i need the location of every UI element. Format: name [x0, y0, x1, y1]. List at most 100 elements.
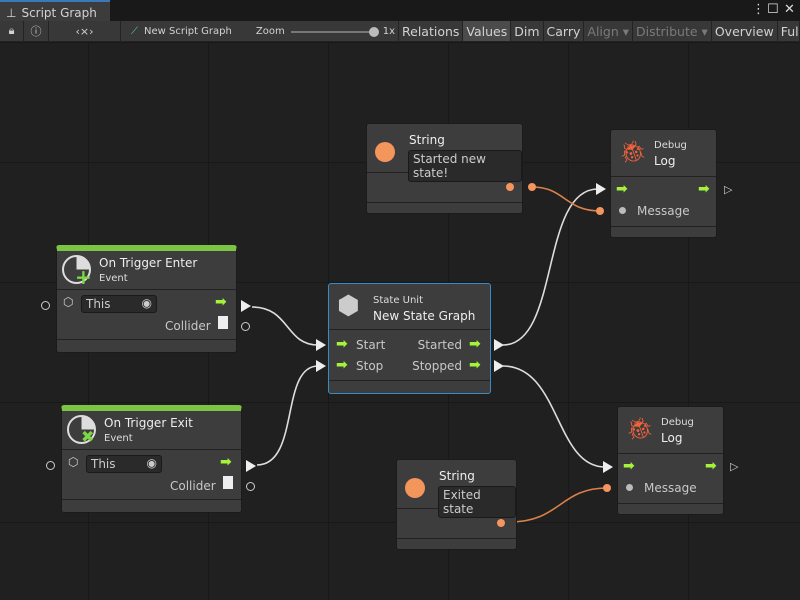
message-label: Message: [644, 481, 697, 495]
node-category: Debug: [661, 417, 694, 428]
string-value-input[interactable]: Started new state!: [408, 150, 522, 182]
values-button[interactable]: Values: [463, 21, 512, 41]
target-input-port[interactable]: [46, 461, 55, 470]
flow-output-arrow-icon[interactable]: ➡: [220, 454, 232, 470]
log1-flow-input-port[interactable]: [596, 183, 606, 195]
collider-output-port[interactable]: [241, 322, 250, 331]
more-menu-icon[interactable]: ⋮: [752, 2, 765, 17]
zoom-value: 1x: [382, 25, 395, 37]
message-port[interactable]: [619, 207, 626, 214]
wire-string2-message: [509, 487, 608, 523]
relations-button[interactable]: Relations: [399, 21, 464, 41]
wire-enter-start: [251, 306, 319, 346]
string-node-1[interactable]: String Started new state!: [366, 123, 523, 214]
node-title: Log: [661, 431, 683, 445]
collider-label: Collider: [170, 479, 216, 493]
string-icon: [375, 142, 395, 162]
string-output-port[interactable]: [497, 519, 505, 527]
target-field[interactable]: This ◉: [81, 295, 157, 313]
plus-icon: +: [75, 265, 92, 289]
collider-output-port[interactable]: [246, 482, 255, 491]
graph-icon: ⟋: [131, 25, 138, 37]
string-icon: [405, 478, 425, 498]
node-title: Log: [654, 154, 676, 168]
started-output-port[interactable]: [494, 339, 504, 351]
flow-output-port-icon[interactable]: ▷: [730, 460, 739, 473]
collider-icon: [223, 476, 233, 489]
stop-label: Stop: [356, 359, 384, 373]
target-value: This: [86, 297, 111, 311]
window-titlebar: ⊥ Script Graph ⋮ ☐ ✕: [0, 0, 800, 21]
start-input-port[interactable]: [316, 339, 326, 351]
collider-icon: [218, 316, 228, 329]
variables-icon[interactable]: ‹×›: [49, 21, 121, 41]
flow-input-arrow-icon[interactable]: ➡: [616, 181, 628, 197]
node-title: String: [409, 133, 445, 147]
trigger-exit-icon: [67, 415, 96, 444]
node-subtitle: Event: [104, 433, 133, 444]
node-category: Debug: [654, 140, 687, 151]
lock-icon[interactable]: 🔒︎: [0, 21, 24, 41]
on-trigger-exit-node[interactable]: ✖ On Trigger Exit Event ⬡ This ◉ ➡ Collid…: [61, 405, 242, 513]
stop-arrow-icon[interactable]: ➡: [336, 357, 348, 373]
stop-input-port[interactable]: [316, 360, 326, 372]
distribute-dropdown[interactable]: Distribute ▾: [633, 21, 712, 41]
flow-output-port[interactable]: [246, 460, 256, 472]
wire-exit-stop: [256, 365, 319, 466]
node-subtitle: Event: [99, 273, 128, 284]
target-input-port[interactable]: [41, 301, 50, 310]
message-port[interactable]: [626, 484, 633, 491]
align-label: Align: [587, 23, 619, 39]
carry-button[interactable]: Carry: [544, 21, 585, 41]
on-trigger-enter-node[interactable]: + On Trigger Enter Event ⬡ This◉ ➡ Colli…: [56, 245, 237, 353]
target-value: This: [91, 457, 116, 471]
collider-label: Collider: [165, 319, 211, 333]
x-icon: ✖: [81, 427, 95, 446]
string-output-port[interactable]: [506, 183, 514, 191]
full-screen-button[interactable]: Full Screen: [778, 21, 800, 41]
tab-script-graph[interactable]: ⊥ Script Graph: [0, 0, 110, 21]
stopped-output-port[interactable]: [494, 360, 504, 372]
tab-title: Script Graph: [21, 5, 97, 20]
flow-input-arrow-icon[interactable]: ➡: [623, 458, 635, 474]
zoom-slider[interactable]: [290, 26, 379, 37]
object-picker-icon[interactable]: ◉: [146, 456, 157, 470]
flow-output-arrow-icon[interactable]: ➡: [215, 294, 227, 310]
stopped-arrow-icon[interactable]: ➡: [469, 357, 481, 373]
toolbar: 🔒︎ ⓘ ‹×› ⟋ New Script Graph Zoom 1x Rela…: [0, 21, 800, 42]
debug-log-node-2[interactable]: 🐞︎ Debug Log ➡ ➡ Message: [617, 406, 724, 515]
dim-button[interactable]: Dim: [511, 21, 544, 41]
state-unit-icon: ⬢: [337, 291, 360, 321]
string-value-input[interactable]: Exited state: [438, 486, 516, 518]
started-label: Started: [417, 338, 462, 352]
debug-log-node-1[interactable]: 🐞︎ Debug Log ➡ ➡ Message: [610, 129, 717, 238]
node-category: State Unit: [373, 295, 424, 306]
zoom-slider-handle[interactable]: [368, 26, 379, 37]
flow-output-arrow-icon[interactable]: ➡: [698, 181, 710, 197]
info-icon[interactable]: ⓘ: [24, 21, 49, 41]
started-arrow-icon[interactable]: ➡: [469, 336, 481, 352]
node-title: String: [439, 469, 475, 483]
target-field[interactable]: This ◉: [86, 455, 162, 473]
bug-icon: 🐞︎: [626, 417, 654, 442]
log2-flow-input-port[interactable]: [603, 461, 613, 473]
gameobject-icon: ⬡: [68, 455, 79, 469]
start-arrow-icon[interactable]: ➡: [336, 336, 348, 352]
flow-output-arrow-icon[interactable]: ➡: [705, 458, 717, 474]
align-dropdown[interactable]: Align ▾: [584, 21, 633, 41]
gameobject-icon: ⬡: [63, 295, 74, 309]
overview-button[interactable]: Overview: [712, 21, 778, 41]
node-title: On Trigger Exit: [104, 416, 193, 430]
state-unit-node[interactable]: ⬢ State Unit New State Graph ➡ Start ➡ S…: [328, 283, 491, 394]
wire-string1-message: [531, 186, 601, 212]
close-icon[interactable]: ✕: [784, 2, 795, 17]
object-picker-icon[interactable]: ◉: [141, 296, 152, 310]
wire-stopped-log2: [502, 365, 606, 468]
maximize-icon[interactable]: ☐: [767, 2, 779, 17]
flow-output-port-icon[interactable]: ▷: [724, 183, 733, 196]
graph-name[interactable]: New Script Graph: [144, 25, 232, 37]
string-node-2[interactable]: String Exited state: [396, 459, 517, 550]
message-label: Message: [637, 204, 690, 218]
flow-output-port[interactable]: [241, 300, 251, 312]
graph-breadcrumb: ⟋ New Script Graph Zoom 1x: [121, 21, 399, 41]
